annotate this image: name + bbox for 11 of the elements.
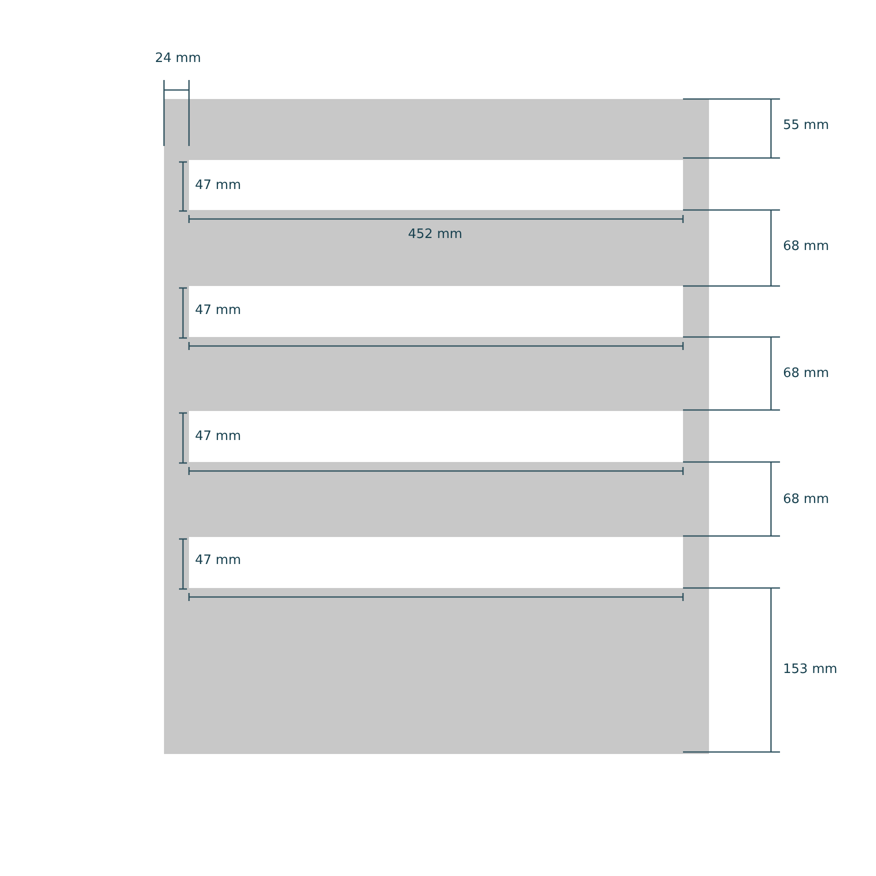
dimension-label: 68 mm (783, 239, 830, 255)
dimension-label: 452 mm (408, 227, 462, 243)
dimension-label: 55 mm (783, 118, 830, 134)
dimension-label: 47 mm (195, 553, 242, 569)
dimension-label: 153 mm (783, 662, 838, 678)
dimension-label: 47 mm (195, 303, 242, 319)
dimension-label: 47 mm (195, 178, 242, 194)
dimension-label: 24 mm (155, 51, 202, 67)
dimension-label: 68 mm (783, 366, 830, 382)
dimension-label: 47 mm (195, 429, 242, 445)
dimension-label: 68 mm (783, 492, 830, 508)
